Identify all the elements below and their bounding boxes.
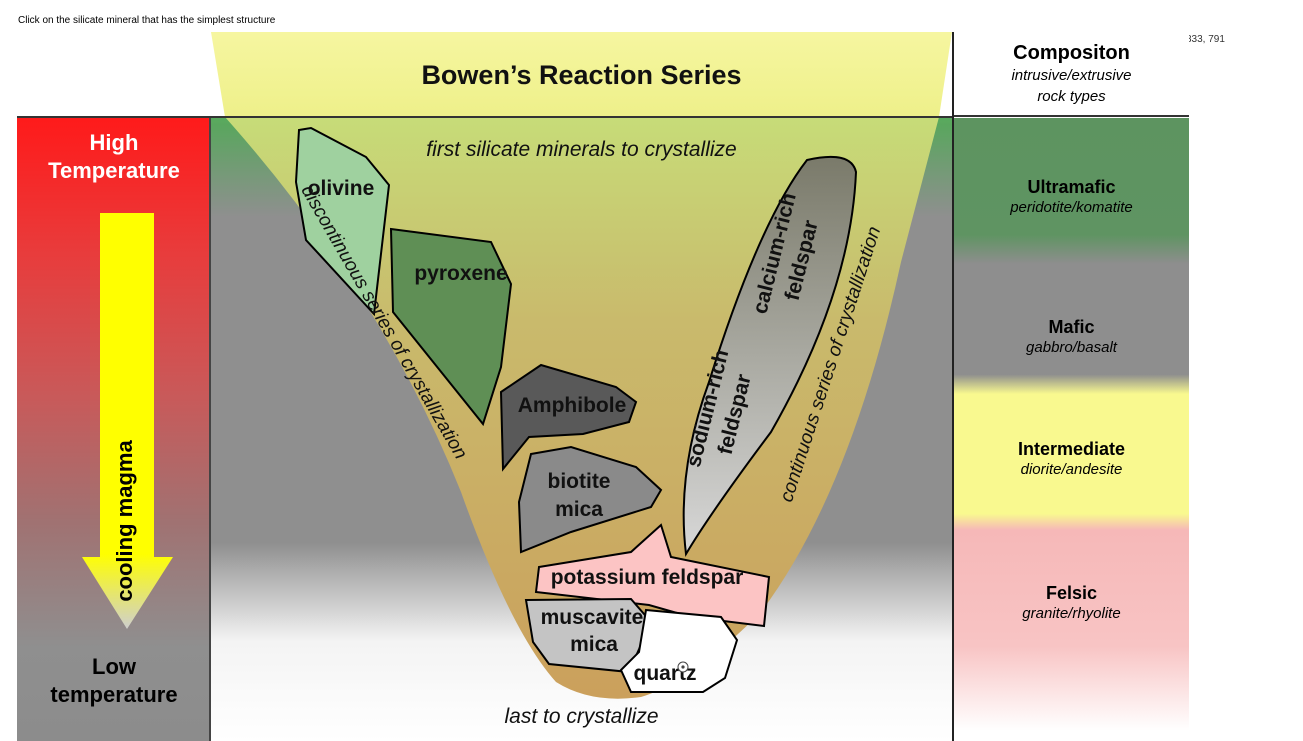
low-temperature-label: Low temperature — [17, 653, 211, 709]
band-intermediate-rocks: diorite/andesite — [1020, 461, 1123, 478]
muscovite-label-line-2: mica — [570, 633, 618, 656]
band-felsic-rocks: granite/rhyolite — [1022, 605, 1121, 622]
band-mafic-name: Mafic — [1048, 317, 1095, 337]
high-temperature-line-2: Temperature — [48, 158, 180, 183]
header-divider — [17, 116, 952, 118]
band-intermediate-name: Intermediate — [1017, 439, 1126, 459]
pyroxene-mineral — [389, 227, 513, 427]
diagram-canvas: olivine pyroxene Amphibole biotite mica … — [211, 32, 952, 741]
amphibole-label: Amphibole — [518, 394, 627, 417]
muscovite-label-line-1: muscavite — [541, 606, 644, 629]
band-felsic-name: Felsic — [1045, 583, 1098, 603]
band-mafic: Mafic gabbro/basalt — [954, 264, 1189, 394]
low-temperature-line-1: Low — [92, 654, 136, 679]
band-ultramafic: Ultramafic peridotite/komatite — [954, 118, 1189, 264]
biotite-mineral — [517, 445, 663, 554]
feldspar-mineral — [682, 156, 858, 558]
olivine-label: olivine — [308, 177, 375, 200]
temperature-column: High Temperature cooling magma Low tempe… — [17, 117, 211, 741]
top-caption: first silicate minerals to crystallize — [426, 138, 737, 161]
high-temperature-line-1: High — [89, 130, 139, 155]
coordinate-readout: 833, 791 — [1186, 34, 1225, 45]
bottom-caption: last to crystallize — [504, 705, 659, 728]
olivine-mineral — [294, 126, 391, 317]
cooling-arrow — [82, 213, 173, 629]
band-intermediate: Intermediate diorite/andesite — [954, 394, 1189, 530]
cooling-magma-label: cooling magma — [112, 440, 137, 602]
band-mafic-rocks: gabbro/basalt — [1026, 339, 1117, 356]
task-instruction: Click on the silicate mineral that has t… — [18, 15, 276, 26]
cursor-icon — [677, 661, 689, 673]
composition-title: Compositon — [1013, 42, 1130, 64]
low-temperature-line-2: temperature — [50, 682, 178, 707]
band-felsic: Felsic granite/rhyolite — [954, 530, 1189, 741]
band-ultramafic-name: Ultramafic — [1027, 177, 1116, 197]
composition-column: Compositon intrusive/extrusive rock type… — [952, 32, 1189, 741]
title-banner — [211, 32, 952, 117]
pyroxene-label: pyroxene — [414, 262, 507, 285]
composition-subtitle-line-1: intrusive/extrusive — [1011, 67, 1132, 84]
high-temperature-label: High Temperature — [17, 129, 211, 185]
composition-subtitle-line-2: rock types — [1037, 88, 1106, 105]
band-ultramafic-rocks: peridotite/komatite — [1010, 199, 1133, 216]
potassium-feldspar-label: potassium feldspar — [551, 566, 744, 589]
diagram-title: Bowen’s Reaction Series — [421, 60, 742, 90]
biotite-label-line-2: mica — [555, 498, 603, 521]
amphibole-mineral — [499, 363, 638, 472]
quartz-mineral — [619, 608, 739, 693]
reaction-series-diagram: olivine pyroxene Amphibole biotite mica … — [211, 32, 952, 741]
biotite-label-line-1: biotite — [548, 470, 611, 493]
composition-header: Compositon intrusive/extrusive rock type… — [954, 32, 1189, 117]
